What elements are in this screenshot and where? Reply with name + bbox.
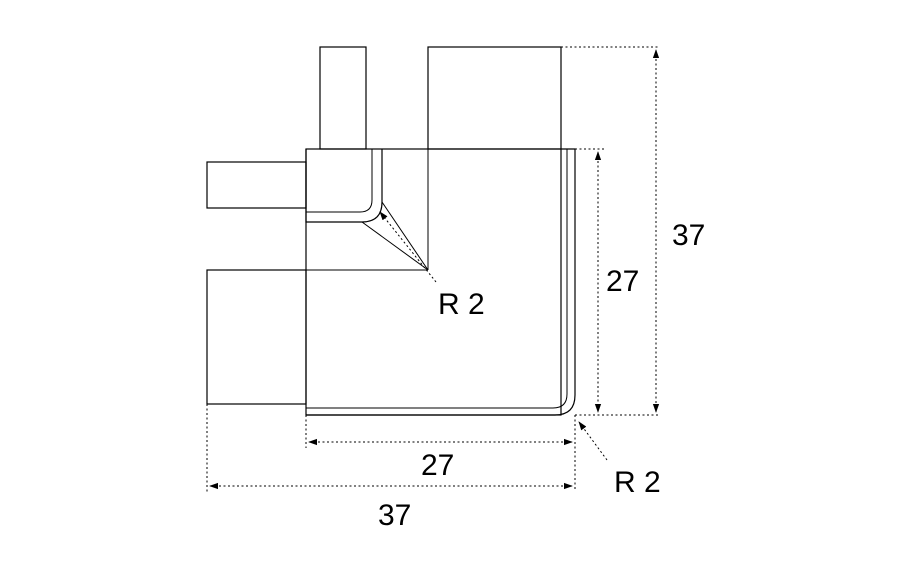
dimension-overall-width: 37	[206, 404, 573, 532]
dimension-overall-height: 37	[561, 46, 705, 416]
outer-l-plate	[306, 148, 576, 416]
radius-callout-outer: R 2	[578, 421, 661, 499]
left-large-block	[206, 269, 307, 405]
left-arm	[206, 161, 307, 209]
main-body	[305, 148, 562, 416]
inner-height-label: 27	[606, 265, 639, 298]
top-right-block	[427, 46, 562, 150]
radius-callout-inner: R 2	[379, 211, 485, 321]
inner-radius-label: R 2	[438, 288, 485, 321]
top-post	[319, 46, 367, 150]
angle-bracket-part	[206, 46, 576, 416]
overall-width-label: 37	[378, 499, 411, 532]
outer-radius-label: R 2	[614, 466, 661, 499]
inner-width-label: 27	[421, 449, 454, 482]
inner-corner-bracket	[305, 149, 429, 271]
dimension-inner-height: 27	[575, 148, 639, 413]
dimension-inner-width: 27	[305, 415, 576, 490]
overall-height-label: 37	[672, 219, 705, 252]
